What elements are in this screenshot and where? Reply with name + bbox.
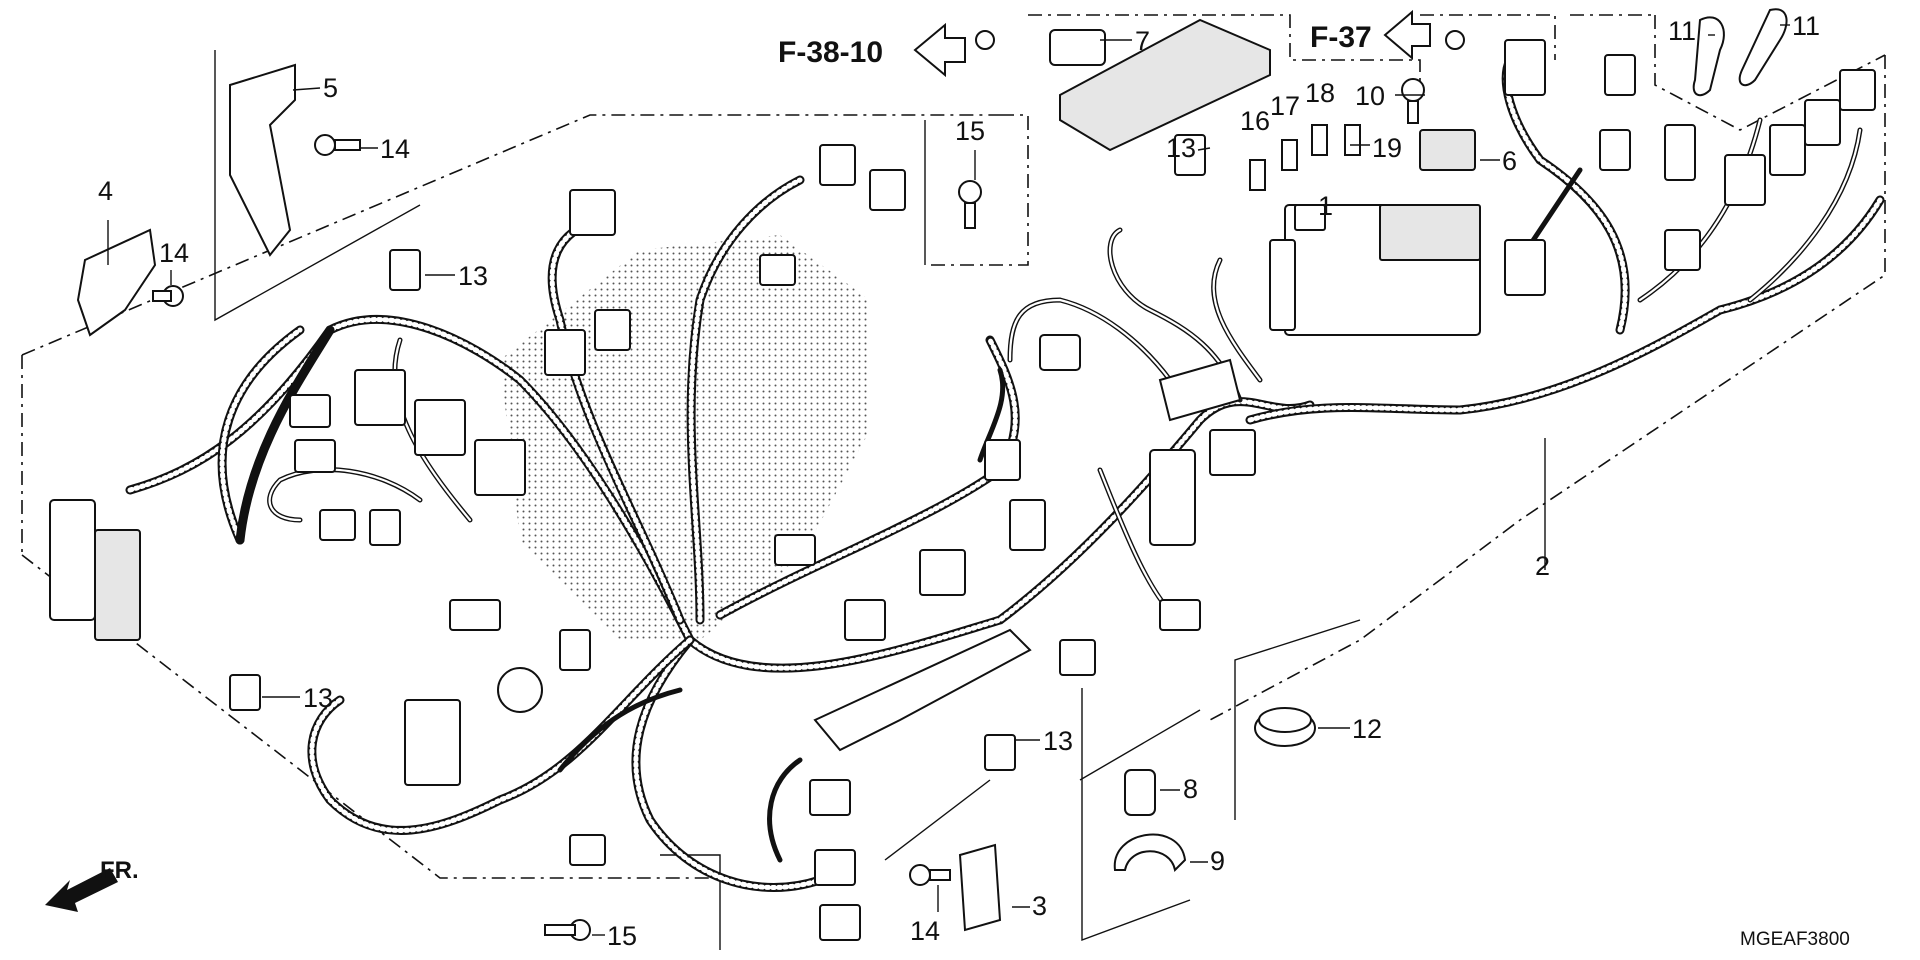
ref-arrow-f38-10[interactable]: F-38-10 bbox=[778, 22, 966, 78]
callout-17: 17 bbox=[1270, 91, 1300, 121]
assembly-boundaries bbox=[21, 14, 1886, 879]
ref-label-f37: F-37 bbox=[1310, 21, 1372, 54]
sub-frames bbox=[214, 50, 1361, 950]
diagram-code: MGEAF3800 bbox=[1740, 929, 1850, 950]
callout-5: 5 bbox=[323, 73, 338, 103]
callout-3: 3 bbox=[1032, 891, 1047, 921]
callout-6: 6 bbox=[1502, 146, 1517, 176]
callout-12: 12 bbox=[1352, 714, 1382, 744]
leader-lines bbox=[107, 24, 1790, 936]
callout-13-middle: 13 bbox=[1043, 726, 1073, 756]
callout-11-left: 11 bbox=[1668, 16, 1696, 46]
callout-2: 2 bbox=[1535, 551, 1550, 581]
callout-19: 19 bbox=[1372, 133, 1402, 163]
callout-11-right: 11 bbox=[1792, 11, 1820, 41]
callout-13-top: 13 bbox=[458, 261, 488, 291]
callout-7: 7 bbox=[1135, 26, 1150, 56]
callout-8: 8 bbox=[1183, 774, 1198, 804]
connectors bbox=[49, 8, 1876, 941]
front-label: FR. bbox=[100, 857, 139, 884]
branch-wires bbox=[267, 117, 1863, 863]
callout-14-upper: 14 bbox=[380, 134, 410, 164]
ref-label-f38-10: F-38-10 bbox=[778, 36, 883, 69]
callouts: 1 2 3 4 5 6 7 8 9 10 11 11 12 13 13 13 1… bbox=[98, 11, 1820, 951]
callout-15-upper: 15 bbox=[955, 116, 985, 146]
callout-4: 4 bbox=[98, 176, 113, 206]
callout-14-lower: 14 bbox=[910, 916, 940, 946]
front-arrow: FR. bbox=[45, 857, 139, 912]
callout-1: 1 bbox=[1318, 191, 1333, 221]
callout-16: 16 bbox=[1240, 106, 1270, 136]
callout-9: 9 bbox=[1210, 846, 1225, 876]
callout-14-bracket: 14 bbox=[159, 238, 189, 268]
callout-13-fusebox: 13 bbox=[1166, 133, 1196, 163]
ref-arrow-f37[interactable]: F-37 bbox=[1310, 9, 1431, 61]
callout-10: 10 bbox=[1355, 81, 1385, 111]
callout-18: 18 bbox=[1305, 78, 1335, 108]
callout-15-lower: 15 bbox=[607, 921, 637, 951]
callout-13-left: 13 bbox=[303, 683, 333, 713]
